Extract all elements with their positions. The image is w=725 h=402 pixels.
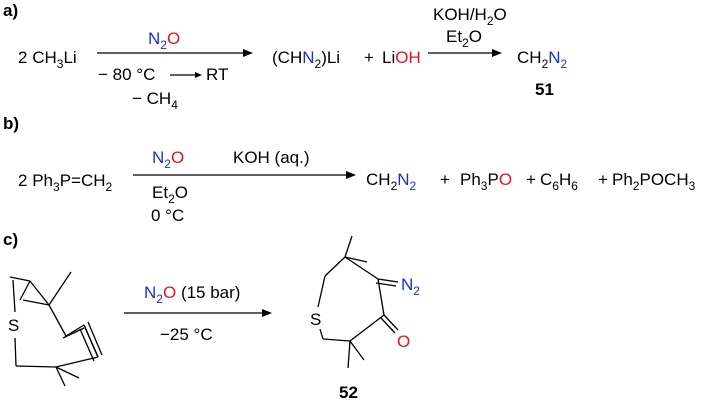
b-reagent-above-arrow: N2O — [152, 148, 184, 171]
b-plus-3: + — [598, 170, 608, 189]
c-reactant-thiacycloheptyne — [9, 271, 103, 387]
label-a: a) — [3, 1, 18, 20]
c-arrow-head — [262, 309, 272, 317]
a-step2-solvent: Et2O — [446, 27, 482, 50]
a-final-product: CH2N2 — [517, 48, 568, 71]
c-product-diazoketone — [317, 235, 399, 369]
a-reagent: 2 CH3Li — [18, 48, 77, 71]
b-product-ph2poch3: Ph2POCH3 — [612, 170, 696, 193]
a-reagent-above-arrow: N2O — [148, 29, 180, 52]
c-reactant-sulfur: S — [8, 316, 19, 335]
a-compound-number: 51 — [535, 80, 554, 99]
c-product-diazo: N2 — [401, 275, 420, 298]
b-product-ph3po: Ph3PO — [460, 170, 512, 193]
c-reagent-above-arrow: N2O (15 bar) — [144, 283, 240, 306]
b-plus-2: + — [526, 170, 536, 189]
label-c: c) — [3, 230, 18, 249]
a-step2-reagent: KOH/H2O — [433, 5, 507, 28]
b-product-diazomethane: CH2N2 — [366, 170, 417, 193]
a-plus: + — [364, 48, 374, 67]
a-arrow-2-head — [492, 49, 502, 57]
a-lioh: LiOH — [382, 48, 421, 67]
a-temp-start: − 80 °C — [98, 65, 155, 84]
c-compound-number: 52 — [339, 383, 358, 402]
label-b: b) — [3, 114, 19, 133]
a-intermediate: (CHN2)Li — [272, 48, 340, 71]
a-temp-arrow-head — [195, 72, 202, 78]
c-product-oxygen: O — [397, 332, 410, 351]
c-temperature: −25 °C — [160, 325, 213, 344]
b-reagent: 2 Ph3P=CH2 — [18, 171, 113, 194]
a-arrow-1-head — [243, 49, 253, 57]
a-byproduct: − CH4 — [132, 89, 178, 112]
b-plus-1: + — [440, 170, 450, 189]
b-solvent: Et2O — [152, 183, 188, 206]
a-temp-end: RT — [206, 65, 228, 84]
b-temperature: 0 °C — [151, 206, 184, 225]
c-product-sulfur: S — [310, 310, 321, 329]
b-step2-reagent: KOH (aq.) — [233, 148, 310, 167]
b-product-benzene: C6H6 — [540, 170, 578, 193]
b-arrow-head — [346, 171, 356, 179]
